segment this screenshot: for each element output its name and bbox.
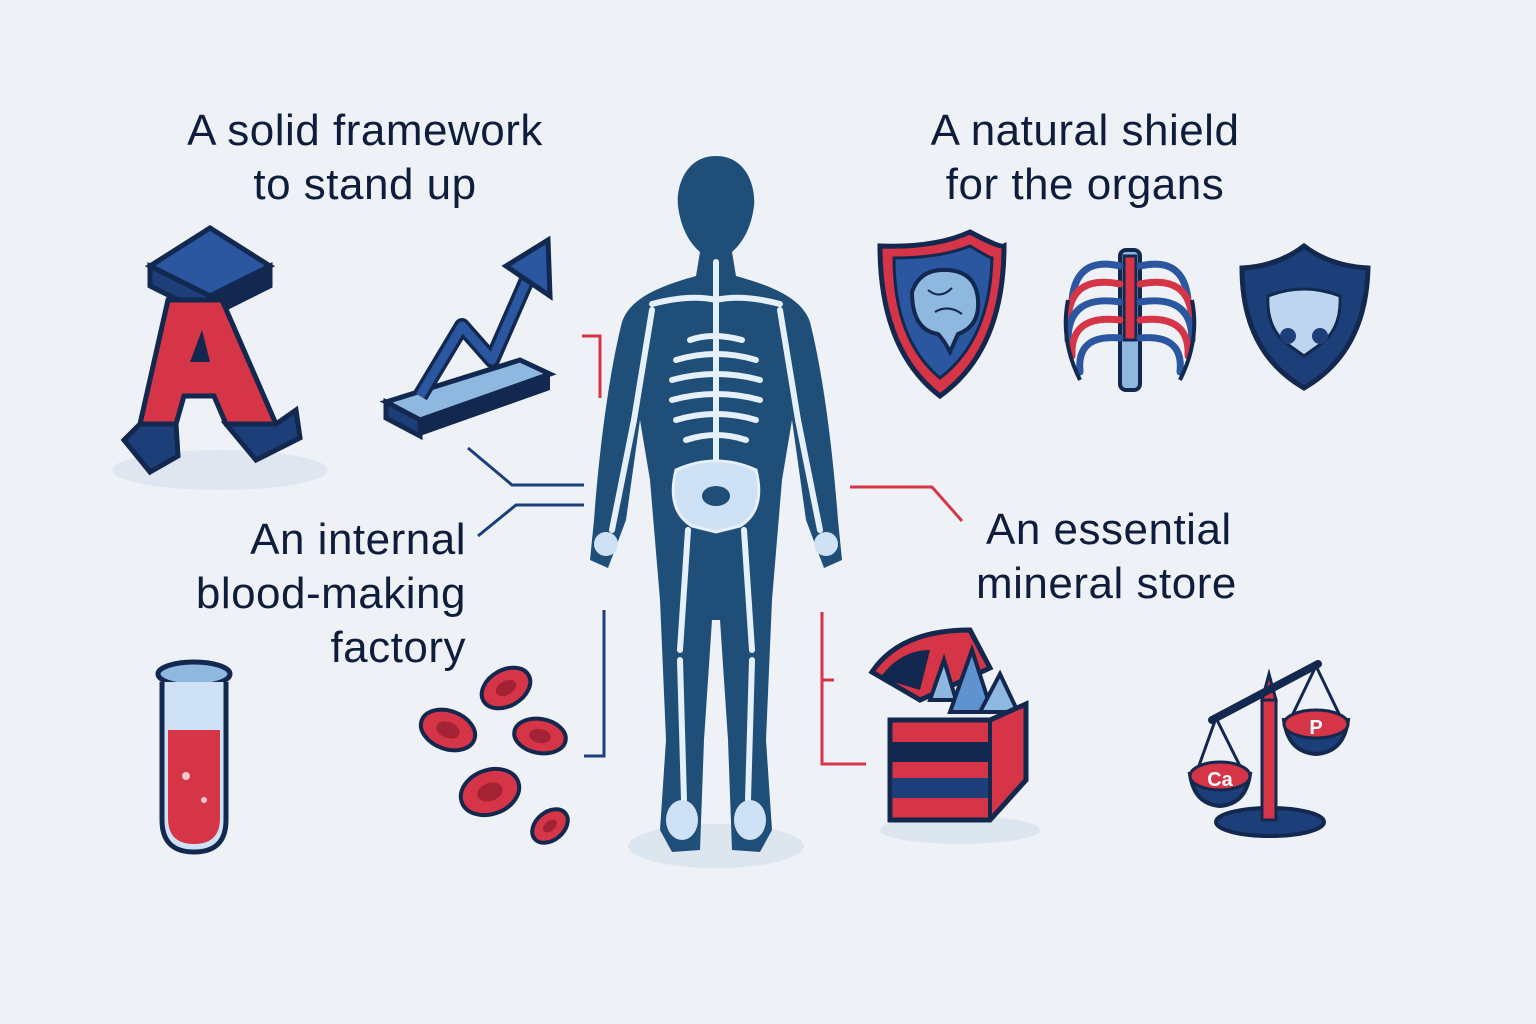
balance-scale-icon: Ca P bbox=[1187, 660, 1351, 838]
label-shield: A natural shield for the organs bbox=[930, 106, 1240, 209]
crystal-chest-icon bbox=[868, 627, 1040, 844]
letter-a-pillar-icon bbox=[112, 225, 328, 490]
label-blood: An internal blood-making factory bbox=[195, 515, 466, 672]
brain-shield-icon bbox=[877, 229, 1007, 400]
rising-arrow-icon bbox=[379, 235, 557, 441]
calcium-label: Ca bbox=[1207, 769, 1233, 791]
red-blood-cells-icon bbox=[418, 665, 570, 845]
label-framework: A solid framework to stand up bbox=[187, 106, 543, 209]
human-skeleton-icon bbox=[590, 156, 842, 868]
pelvis-shield-icon bbox=[1239, 242, 1371, 391]
test-tube-icon bbox=[155, 659, 233, 855]
connector-lines bbox=[467, 334, 964, 766]
phosphorus-label: P bbox=[1309, 717, 1322, 739]
ribcage-icon bbox=[1063, 248, 1197, 392]
label-mineral: An essential mineral store bbox=[976, 505, 1237, 608]
